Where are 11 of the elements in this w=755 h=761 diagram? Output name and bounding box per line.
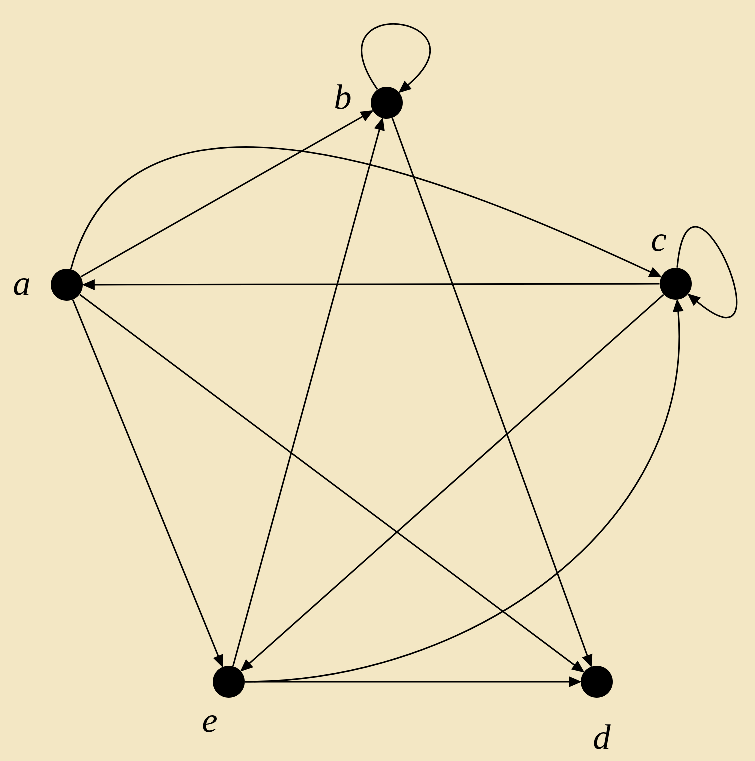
vertex-label: d [594,724,611,750]
vertex-dot [51,269,83,301]
vertex-label: a [14,278,30,296]
loop-arrow [676,226,738,318]
vertex-label: b [336,84,351,110]
vertex-label: e [203,716,217,732]
vertex-dot [581,666,613,698]
vertex-dot [213,666,245,698]
vertex-dot [660,268,692,300]
vertex-label: c [652,234,666,252]
vertex-dot [371,87,403,119]
